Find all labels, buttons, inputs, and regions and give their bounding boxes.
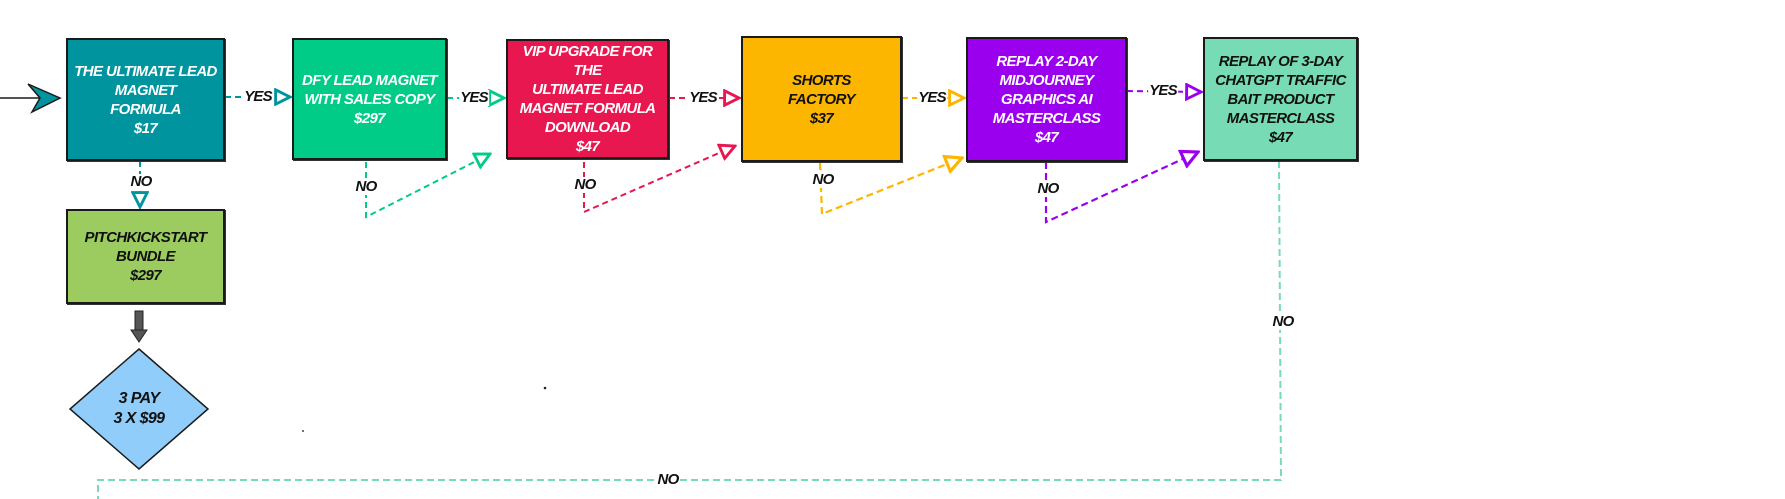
edge-no-3 (583, 146, 735, 214)
decision-diamond[interactable] (68, 348, 210, 470)
entry-arrow (0, 83, 62, 114)
node-pitchkickstart-bundle[interactable]: PITCHKICKSTART BUNDLE $297 (66, 209, 225, 304)
node-midjourney-masterclass[interactable]: REPLAY 2-DAY MIDJOURNEY GRAPHICS AI MAST… (966, 37, 1127, 162)
edge-label-no: NO (1271, 313, 1295, 330)
edge-no-6 (97, 160, 1283, 499)
decision-three-pay-label: 3 PAY 3 X $99 (113, 390, 166, 427)
node-chatgpt-masterclass[interactable]: REPLAY OF 3-DAY CHATGPT TRAFFIC BAIT PRO… (1203, 37, 1358, 161)
node-shorts-factory[interactable]: SHORTS FACTORY $37 (741, 36, 902, 162)
edge-label-yes: YES (459, 89, 489, 106)
node-dfy-lead-magnet[interactable]: DFY LEAD MAGNET WITH SALES COPY $297 (292, 38, 447, 160)
edge-no-4 (818, 158, 962, 216)
entry-arrowhead-icon (27, 83, 62, 114)
node-lead-magnet-formula[interactable]: THE ULTIMATE LEAD MAGNET FORMULA $17 (66, 38, 225, 161)
edge-label-no: NO (129, 173, 153, 190)
stray-mark (543, 386, 547, 390)
edge-no-2 (365, 154, 490, 219)
down-arrow-icon (130, 310, 148, 343)
edge-label-no: NO (573, 176, 597, 193)
edge-no-5 (1044, 152, 1198, 224)
edge-label-yes: YES (243, 88, 273, 105)
node-vip-upgrade[interactable]: VIP UPGRADE FOR THE ULTIMATE LEAD MAGNET… (506, 39, 669, 159)
edge-label-yes: YES (688, 89, 718, 106)
edge-label-no: NO (354, 178, 378, 195)
edge-label-yes: YES (917, 89, 947, 106)
edge-label-no: NO (656, 471, 680, 488)
edge-label-no: NO (1036, 180, 1060, 197)
decision-three-pay[interactable]: 3 PAY 3 X $99 (70, 349, 208, 469)
stray-mark (302, 430, 304, 432)
edge-label-yes: YES (1148, 82, 1178, 99)
edge-yes-5 (1126, 91, 1201, 92)
edge-label-no: NO (811, 171, 835, 188)
